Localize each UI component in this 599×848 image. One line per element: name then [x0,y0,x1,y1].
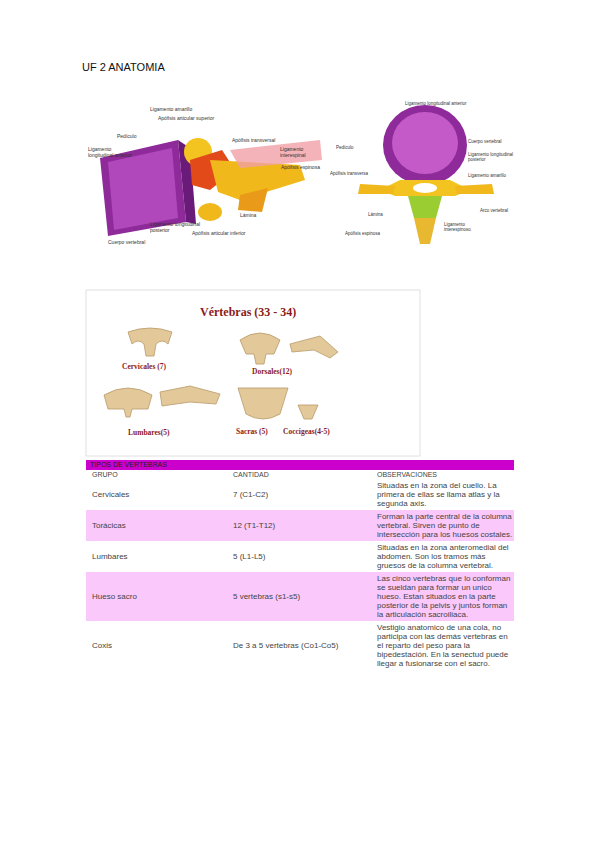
part-label: Pedículo [336,145,354,150]
table-header: CANTIDAD [233,471,269,479]
part-label: Ligamento interespinoso [444,222,480,232]
table-cell: Hueso sacro [92,592,227,601]
type-label: Lumbares(5) [128,428,170,437]
part-label: Ligamento longitudinal posterior [468,152,514,162]
part-label: Apófisis articular inferior [192,230,245,236]
table-cell: Torácicas [92,521,227,530]
part-label: Apófisis espinosa [281,164,320,170]
part-label: Ligamento longitudinal anterior [405,101,467,106]
table-cell: Cervicales [92,490,227,499]
part-label: Ligamento interespinal [280,146,320,158]
part-label: Cuerpo vertebral [468,139,502,144]
table-cell: Forman la parte central de la columna ve… [377,512,513,539]
part-label: Apófisis espinosa [345,231,380,236]
type-label: Coccigeas(4-5) [283,427,330,436]
page-title: UF 2 ANATOMIA [82,61,165,74]
table-cell: Lumbares [92,552,227,561]
table-cell: 5 (L1-L5) [233,552,371,561]
part-label: Arco vertebral [480,208,508,213]
table-cell: Coxis [92,641,227,650]
table-cell: Vestigio anatomico de una cola, no parti… [377,623,513,668]
part-label: Apófisis articular superior [158,115,214,121]
type-label: Vértebras (33 - 34) [200,305,296,319]
part-label: Pedículo [117,133,136,139]
table-header: OBSERVACIONES [377,471,437,479]
table-title: TIPOS DE VERTEBRAS [90,461,167,469]
table-cell: 12 (T1-T12) [233,521,371,530]
image-frame [86,290,420,456]
table-header-row [86,470,514,479]
type-label: Cervicales (7) [122,362,166,371]
type-label: Dorsales(12) [252,367,292,376]
part-label: Apófisis transversal [232,137,275,143]
part-label: Apófisis transversa [330,171,368,176]
part-label: Ligamento amarillo [468,173,506,178]
lateral-vertebra [100,138,322,236]
part-label: Ligamento amarillo [150,106,192,112]
part-label: Ligamento longitudinal anterior [88,146,136,158]
vertebrae-types [104,328,338,419]
type-label: Sacras (5) [236,427,268,436]
table-cell: Las cinco vertebras que lo conforman se … [377,574,513,619]
table-cell: De 3 a 5 vertebras (Co1-Co5) [233,641,371,650]
table-cell: Situadas en la zona anteromedial del abd… [377,543,513,570]
part-label: Cuerpo vertebral [108,239,145,245]
table-header: GRUPO [92,471,118,479]
part-label: Lámina [368,212,383,217]
table-cell: Situadas en la zona del cuello. La prime… [377,481,513,508]
table-cell: 7 (C1-C2) [233,490,371,499]
table-cell: 5 vertebras (s1-s5) [233,592,371,601]
part-label: Lámina [240,212,256,218]
